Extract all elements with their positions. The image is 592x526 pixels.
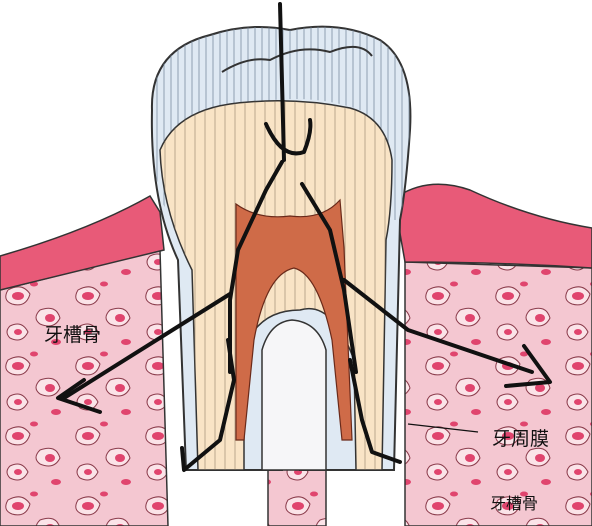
label-alveolar-bone-left: 牙槽骨 (44, 324, 102, 346)
arrow-to-right-bone (342, 278, 534, 374)
vertical-force-line (278, 2, 286, 162)
arrow-to-left-bone (62, 292, 232, 400)
label-alveolar-bone-right: 牙槽骨 (490, 494, 539, 513)
arrowhead-right (504, 344, 552, 388)
tooth (150, 25, 412, 471)
force-path-right (300, 182, 358, 374)
alveolar-bone-right (404, 261, 592, 526)
left-root-arrow (180, 338, 236, 472)
label-periodontal-ligament: 牙周膜 (492, 428, 550, 450)
right-root-arrow (348, 358, 402, 464)
gum-left (0, 194, 165, 291)
pdl-leader-line (407, 423, 479, 433)
gum-right (397, 183, 592, 269)
force-path-left (228, 160, 284, 374)
arrowhead-left (56, 378, 102, 414)
alveolar-bone-left (0, 249, 169, 526)
top-arrowhead (264, 118, 313, 156)
force-arrows (56, 2, 552, 472)
